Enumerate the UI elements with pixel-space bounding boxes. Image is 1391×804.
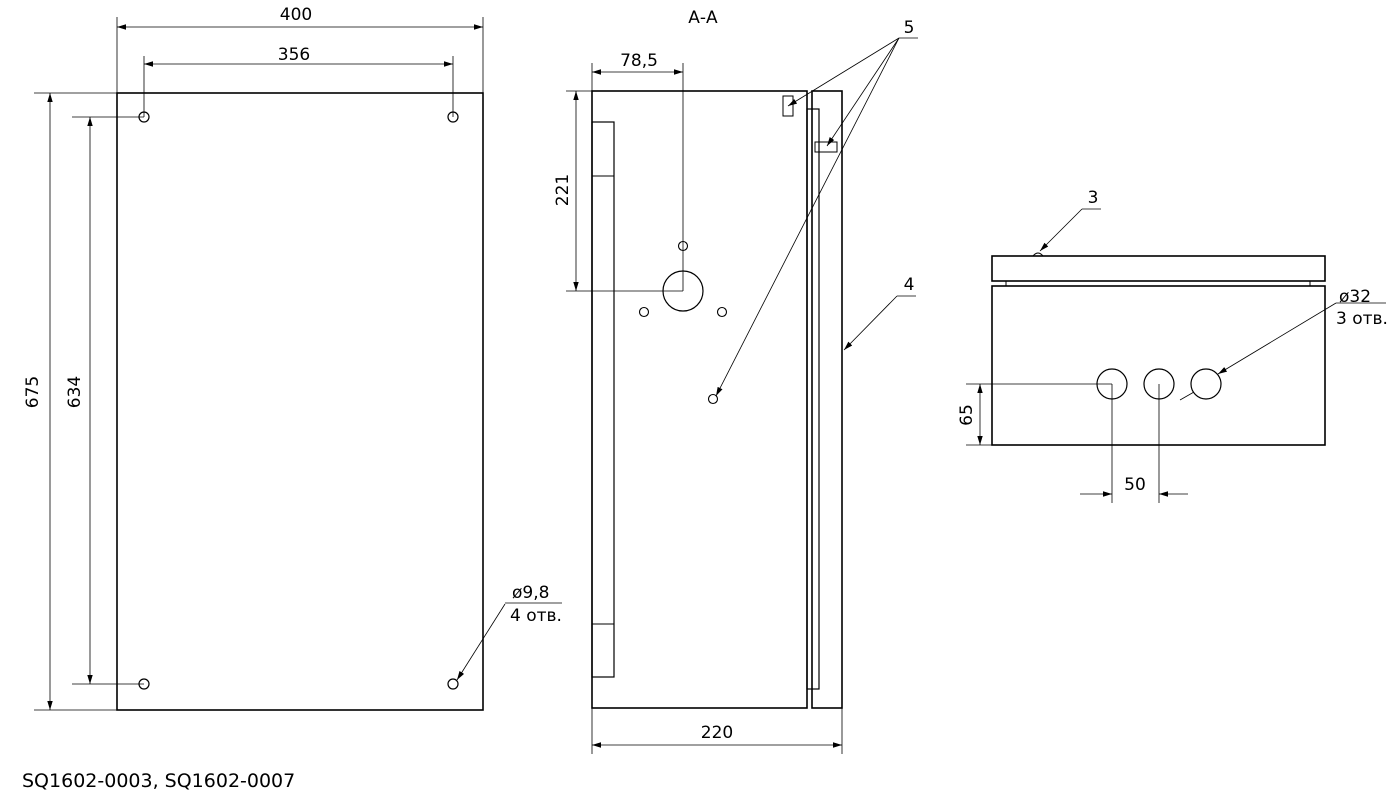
bottom-body-outline <box>991 285 1326 446</box>
front-panel-outline <box>116 92 484 711</box>
callout-5-leader <box>715 37 900 397</box>
depth-dim-label: 220 <box>701 723 733 743</box>
callout-5-leader <box>787 37 900 107</box>
small-hole <box>707 393 719 405</box>
left-profile-strip <box>591 121 615 678</box>
vertical-221-dim-label: 221 <box>553 174 573 206</box>
section-body-outline <box>591 90 808 709</box>
small-hole <box>716 306 728 318</box>
hole-callout-diameter: ø9,8 <box>512 583 549 603</box>
height-dim-label: 675 <box>23 376 43 408</box>
hole-callout-count: 3 отв. <box>1336 309 1388 329</box>
mounting-hole <box>447 678 459 690</box>
height-65-dim-label: 65 <box>957 404 977 426</box>
cable-entry-hole <box>1190 368 1222 400</box>
bottom-view <box>966 208 1386 503</box>
small-hole <box>638 306 650 318</box>
front-view <box>34 17 562 711</box>
width-dim-label: 400 <box>280 5 312 25</box>
callout-3-label: 3 <box>1088 188 1099 208</box>
hole-callout-leader <box>456 603 506 681</box>
hole-callout-diameter: ø32 <box>1339 287 1371 307</box>
callout-3-leader <box>1039 208 1083 252</box>
mounting-plate <box>806 108 820 690</box>
hole-callout-count: 4 отв. <box>510 606 562 626</box>
callout-5-label: 5 <box>904 18 915 38</box>
callout-5-leader <box>826 37 900 147</box>
offset-dim-label: 78,5 <box>620 51 658 71</box>
callout-4-leader <box>843 295 898 351</box>
drawing-caption: SQ1602-0003, SQ1602-0007 <box>22 770 296 792</box>
bracket <box>782 95 794 117</box>
section-title: А-А <box>688 8 718 28</box>
bracket <box>814 141 838 153</box>
spacing-50-dim-label: 50 <box>1124 475 1146 495</box>
section-view <box>566 37 918 754</box>
door-strip <box>991 255 1326 282</box>
hole-spacing-dim-label: 356 <box>278 45 310 65</box>
door-outline <box>811 90 843 709</box>
hole-height-dim-label: 634 <box>65 376 85 408</box>
hinge-bump <box>1032 252 1044 257</box>
callout-4-label: 4 <box>904 275 915 295</box>
hole-callout-leader <box>1217 302 1337 375</box>
